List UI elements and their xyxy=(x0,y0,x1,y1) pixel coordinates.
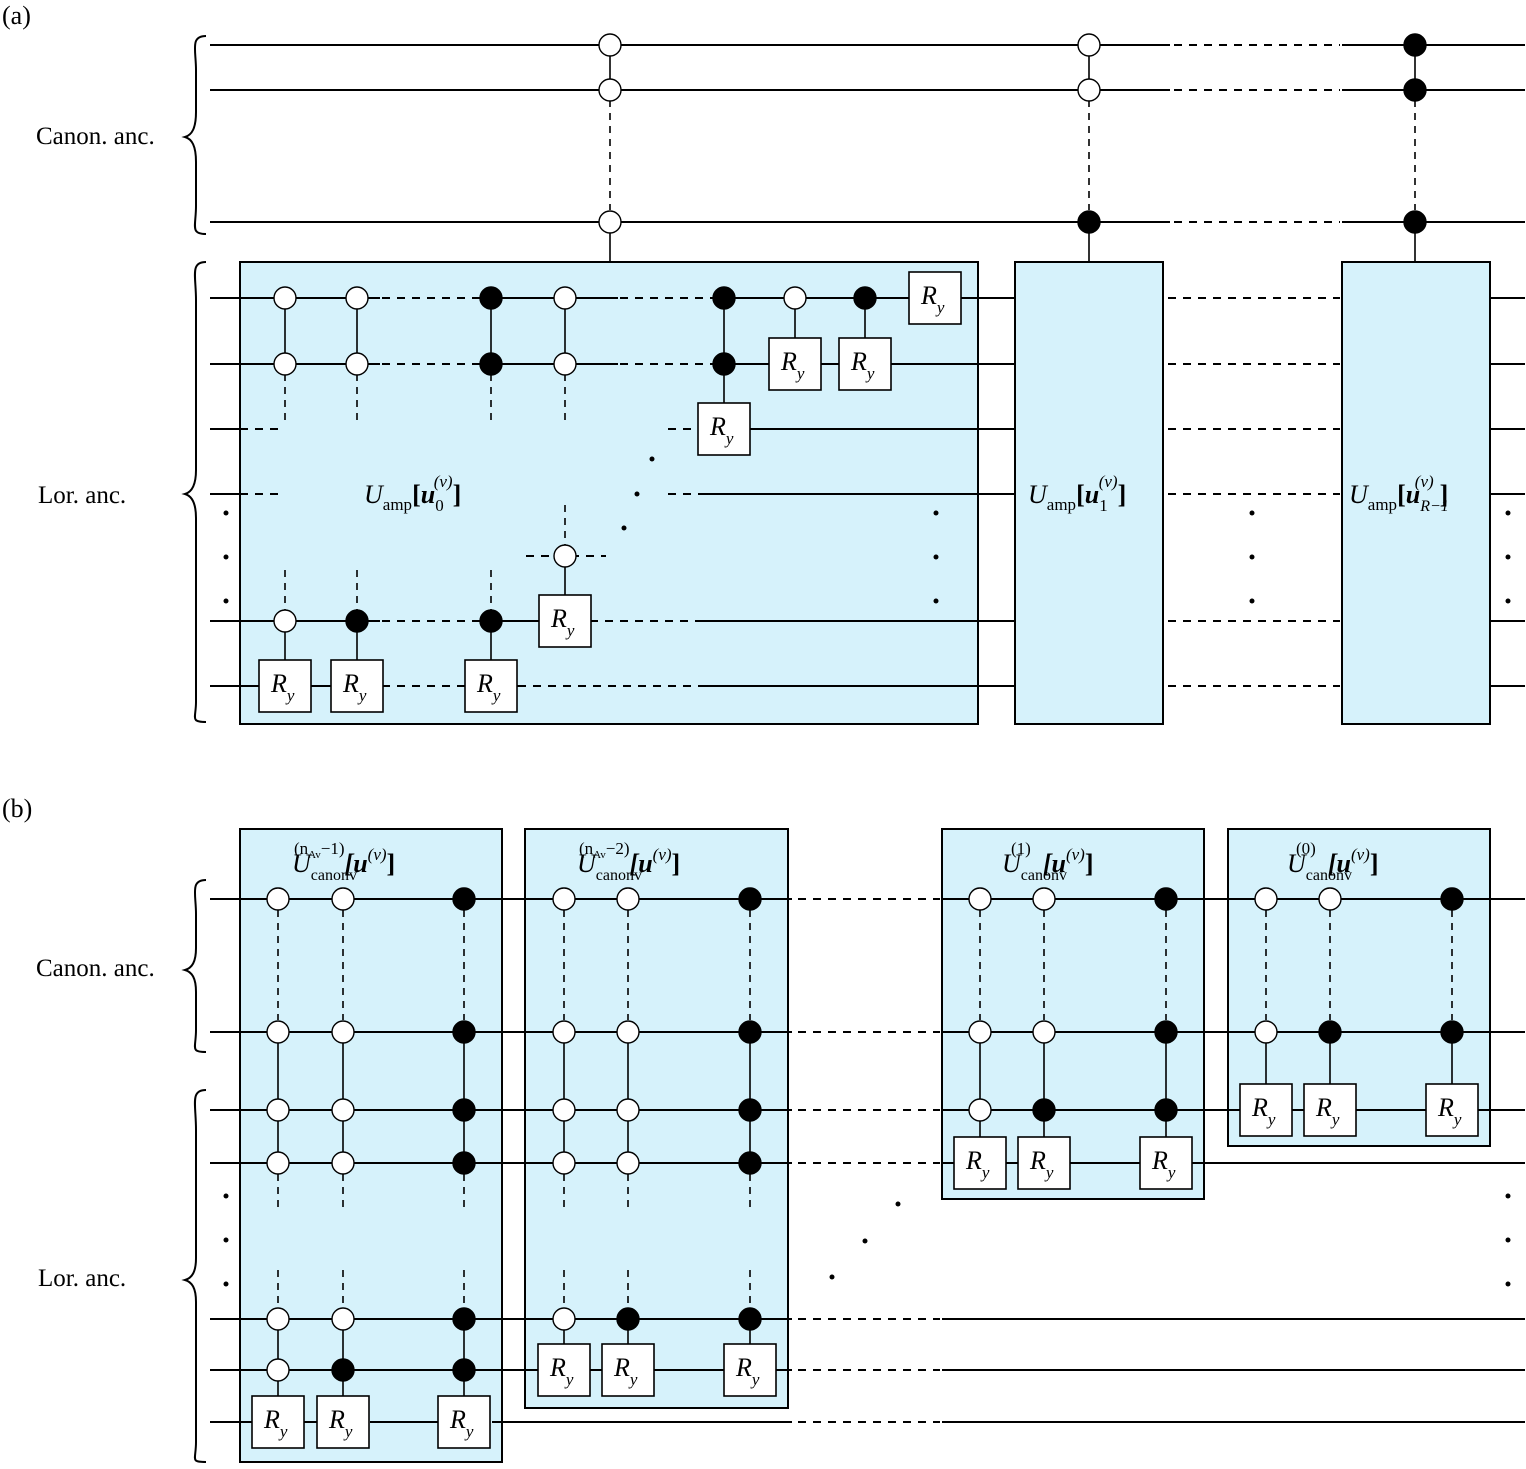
svg-text:Ry: Ry xyxy=(342,669,367,705)
ry-gate: Ry xyxy=(258,659,312,713)
svg-text:Ry: Ry xyxy=(476,669,501,705)
canon-block-2-controls xyxy=(968,887,1178,1138)
svg-text:Ry: Ry xyxy=(270,669,295,705)
svg-text:Ry: Ry xyxy=(735,1353,760,1389)
ry-gate: Ry xyxy=(697,402,751,456)
svg-text:Ry: Ry xyxy=(449,1405,474,1441)
canon-label-3: Ucanonv(0)[u(v)] xyxy=(1287,839,1378,884)
panel-b-label: (b) xyxy=(2,794,32,823)
control-filled xyxy=(1077,210,1101,234)
ry-gate: Ry xyxy=(601,1343,655,1397)
ry-gate: Ry xyxy=(537,1343,591,1397)
control-open xyxy=(598,33,622,57)
svg-text:Ry: Ry xyxy=(1029,1146,1054,1182)
ry-gate: Ry xyxy=(1425,1083,1479,1137)
svg-text:Ry: Ry xyxy=(920,281,945,317)
svg-text:Ry: Ry xyxy=(780,347,805,383)
brace-canon-b xyxy=(181,879,207,1053)
svg-text:Ry: Ry xyxy=(550,604,575,640)
canon-block-0-controls xyxy=(266,887,476,1398)
amp-label-0: Uamp[u0(v)] xyxy=(364,472,461,515)
ry-gate: Ry xyxy=(538,594,592,648)
group-label-canon-a: Canon. anc. xyxy=(36,123,155,150)
svg-text:Ry: Ry xyxy=(850,347,875,383)
canon-block-0 xyxy=(239,828,503,1463)
control-open xyxy=(598,78,622,102)
control-filled xyxy=(1403,78,1427,102)
panel-a-label: (a) xyxy=(2,1,31,30)
lor-wires-a xyxy=(210,297,1525,687)
ry-gate: Ry xyxy=(723,1343,777,1397)
svg-text:Ry: Ry xyxy=(709,412,734,448)
canon-label-0: Ucanonv(nAv−1)[u(v)] xyxy=(292,839,395,884)
canon-label-1: Ucanonv(nAv−2)[u(v)] xyxy=(577,839,680,884)
ry-gate: Ry xyxy=(464,659,518,713)
ry-gate: Ry xyxy=(838,337,892,391)
control-open xyxy=(598,210,622,234)
ry-gate: Ry xyxy=(330,659,384,713)
amp-block-1 xyxy=(1014,261,1164,725)
ry-gate: Ry xyxy=(1017,1136,1071,1190)
ry-gate: Ry xyxy=(437,1395,491,1449)
svg-text:Ry: Ry xyxy=(263,1405,288,1441)
canon-wires-a xyxy=(210,44,1525,223)
amp-block-2 xyxy=(1341,261,1491,725)
ry-gate: Ry xyxy=(1139,1136,1193,1190)
ry-gate: Ry xyxy=(251,1395,305,1449)
amp-label-1: Uamp[u1(v)] xyxy=(1028,472,1126,515)
vertical-ellipsis-a xyxy=(223,510,1511,604)
ry-gate: Ry xyxy=(1239,1083,1293,1137)
canon-block-1-controls xyxy=(552,887,762,1346)
ry-gate: Ry xyxy=(908,271,962,325)
svg-text:Ry: Ry xyxy=(1315,1093,1340,1129)
canon-label-2: Ucanonv(1)[u(v)] xyxy=(1002,839,1093,884)
brace-lor-b xyxy=(181,1089,207,1463)
amp-block-0 xyxy=(239,261,979,725)
svg-text:Ry: Ry xyxy=(328,1405,353,1441)
svg-text:Ry: Ry xyxy=(965,1146,990,1182)
svg-text:Ry: Ry xyxy=(613,1353,638,1389)
control-open xyxy=(1077,78,1101,102)
control-filled xyxy=(1403,210,1427,234)
svg-text:Ry: Ry xyxy=(549,1353,574,1389)
svg-text:Ry: Ry xyxy=(1151,1146,1176,1182)
control-filled xyxy=(1403,33,1427,57)
brace-lor-a xyxy=(181,261,207,723)
canon-block-3-controls xyxy=(1254,887,1464,1085)
ry-gate: Ry xyxy=(316,1395,370,1449)
canon-controls-a xyxy=(598,33,1427,262)
ry-gate: Ry xyxy=(1303,1083,1357,1137)
control-open xyxy=(1077,33,1101,57)
svg-text:Ry: Ry xyxy=(1437,1093,1462,1129)
group-label-lor-a: Lor. anc. xyxy=(38,482,126,509)
amp-label-2: Uamp[uR−1(v)] xyxy=(1349,472,1449,515)
ry-gate: Ry xyxy=(768,337,822,391)
group-label-canon-b: Canon. anc. xyxy=(36,955,155,982)
brace-canon-a xyxy=(181,35,207,235)
ry-gate: Ry xyxy=(953,1136,1007,1190)
group-label-lor-b: Lor. anc. xyxy=(38,1265,126,1292)
svg-text:Ry: Ry xyxy=(1251,1093,1276,1129)
vertical-ellipsis-b xyxy=(223,1193,1511,1287)
